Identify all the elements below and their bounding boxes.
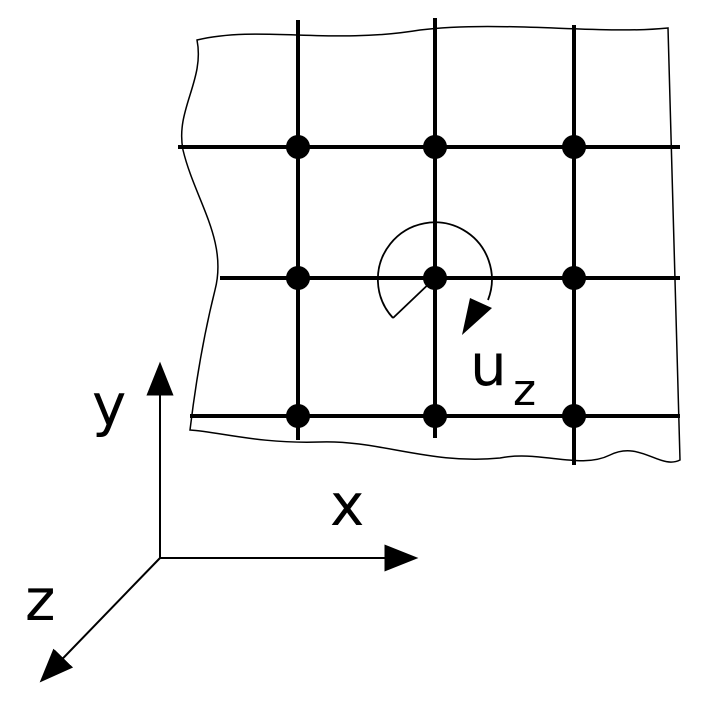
rotation-subscript: z (513, 365, 536, 416)
x-axis-label: x (330, 471, 364, 539)
y-axis-label: y (92, 371, 126, 439)
z-axis-label: z (25, 566, 55, 634)
rotation-label: u (470, 331, 507, 399)
grid-lines (178, 18, 680, 465)
plate-boundary (180, 25, 681, 463)
rotation-arrowhead-icon (462, 298, 492, 335)
rotation-arrow (376, 221, 493, 319)
coordinate-axes (39, 361, 419, 683)
